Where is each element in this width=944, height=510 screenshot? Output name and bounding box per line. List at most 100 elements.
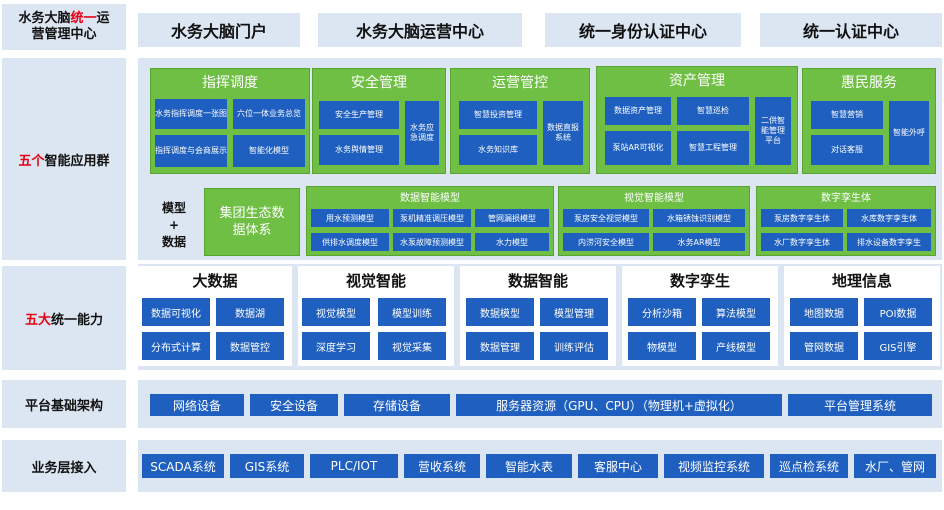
app-group-service-title: 惠民服务 <box>841 75 897 91</box>
capability-tile[interactable]: 地图数据 <box>790 298 858 326</box>
capability-tile[interactable]: 物模型 <box>628 332 696 360</box>
app-tile[interactable]: 水务知识库 <box>459 135 537 165</box>
capability-tile[interactable]: 数据可视化 <box>142 298 210 326</box>
business-tile-scada[interactable]: SCADA系统 <box>142 454 224 478</box>
app-tile[interactable]: 水务应急调度 <box>405 101 439 165</box>
app-group-command-title: 指挥调度 <box>202 75 258 91</box>
capability-tile[interactable]: 视觉模型 <box>302 298 370 326</box>
app-tile[interactable]: 智慧巡检 <box>677 97 749 125</box>
model-tile[interactable]: 泵房安全视觉模型 <box>563 209 649 227</box>
capability-tile[interactable]: 视觉采集 <box>378 332 446 360</box>
app-tile[interactable]: 指挥调度与会商展示 <box>155 135 227 167</box>
model-group-twin-title: 数字孪生体 <box>821 192 871 204</box>
eco-data-label: 集团生态数据体系 <box>219 206 285 238</box>
app-tile[interactable]: 智慧投资管理 <box>459 101 537 129</box>
business-tile-customer-service[interactable]: 客服中心 <box>578 454 658 478</box>
auth-center-label: 统一认证中心 <box>802 22 899 41</box>
capability-tile[interactable]: POI数据 <box>864 298 932 326</box>
capability-tile[interactable]: 算法模型 <box>702 298 770 326</box>
model-tile[interactable]: 供排水调度模型 <box>311 233 389 251</box>
apps-row-label: 五个智能应用群 <box>2 58 126 260</box>
header-title: 水务大脑统一运 营管理中心 <box>2 4 126 50</box>
capability-tile[interactable]: 数据管理 <box>466 332 534 360</box>
model-tile[interactable]: 用水预测模型 <box>311 209 389 227</box>
capability-tile[interactable]: 分析沙箱 <box>628 298 696 326</box>
capability-tile[interactable]: 数据管控 <box>216 332 284 360</box>
platform-tile-network[interactable]: 网络设备 <box>150 394 244 416</box>
app-tile[interactable]: 数据资产管理 <box>605 97 671 125</box>
platform-tile-servers[interactable]: 服务器资源（GPU、CPU）（物理机+虚拟化） <box>456 394 782 416</box>
business-tile-plc-iot[interactable]: PLC/IOT <box>310 454 398 478</box>
model-tile[interactable]: 泵机精准调压模型 <box>393 209 471 227</box>
portal-box[interactable]: 水务大脑门户 <box>138 13 300 47</box>
app-tile[interactable]: 数据直报系统 <box>543 101 583 165</box>
app-group-assets: 资产管理 数据资产管理 智慧巡检 泵站AR可视化 智慧工程管理 二供智能管理平台 <box>596 66 798 174</box>
capability-title: 大数据 <box>192 271 238 290</box>
app-tile[interactable]: 水务舆情管理 <box>319 135 399 165</box>
model-tile[interactable]: 水箱锈蚀识别模型 <box>653 209 745 227</box>
capability-column-gis: 地理信息 地图数据 POI数据 管网数据 GIS引擎 <box>784 266 940 366</box>
eco-data-box[interactable]: 集团生态数据体系 <box>204 188 300 256</box>
business-tile-gis[interactable]: GIS系统 <box>230 454 304 478</box>
capability-tile[interactable]: 产线模型 <box>702 332 770 360</box>
model-tile[interactable]: 泵房数字孪生体 <box>761 209 843 227</box>
capability-tile[interactable]: 分布式计算 <box>142 332 210 360</box>
ops-center-label: 水务大脑运营中心 <box>355 22 484 41</box>
capability-tile[interactable]: 数据湖 <box>216 298 284 326</box>
app-group-command: 指挥调度 水务指挥调度一张图 六位一体业务总览 指挥调度与会商展示 智能化模型 <box>150 68 310 174</box>
business-tile-video[interactable]: 视频监控系统 <box>664 454 764 478</box>
model-group-data-title: 数据智能模型 <box>400 192 460 204</box>
capability-label-red: 五大 <box>24 312 51 328</box>
model-group-data: 数据智能模型 用水预测模型 泵机精准调压模型 管网漏损模型 供排水调度模型 水泵… <box>306 186 554 256</box>
model-group-twin: 数字孪生体 泵房数字孪生体 水库数字孪生体 水厂数字孪生体 排水设备数字孪生 <box>756 186 936 256</box>
platform-row-label: 平台基础架构 <box>2 380 126 428</box>
capability-tile[interactable]: 模型管理 <box>540 298 608 326</box>
model-tile[interactable]: 水务AR模型 <box>653 233 745 251</box>
ops-center-box[interactable]: 水务大脑运营中心 <box>318 13 522 47</box>
apps-label-rest: 智能应用群 <box>44 153 110 169</box>
business-tile-inspection[interactable]: 巡点检系统 <box>770 454 848 478</box>
model-tile[interactable]: 水厂数字孪生体 <box>761 233 843 251</box>
app-tile[interactable]: 智慧工程管理 <box>677 131 749 165</box>
capability-label-rest: 统一能力 <box>51 312 104 328</box>
header-title-red: 统一 <box>70 11 97 26</box>
portal-label: 水务大脑门户 <box>170 22 267 41</box>
app-group-service: 惠民服务 智慧营销 对话客服 智能外呼 <box>802 68 936 174</box>
capability-tile[interactable]: 训练评估 <box>540 332 608 360</box>
app-tile[interactable]: 六位一体业务总览 <box>233 99 305 129</box>
business-tile-revenue[interactable]: 营收系统 <box>404 454 480 478</box>
capability-tile[interactable]: 模型训练 <box>378 298 446 326</box>
model-tile[interactable]: 水泵故障预测模型 <box>393 233 471 251</box>
identity-center-box[interactable]: 统一身份认证中心 <box>545 13 741 47</box>
model-tile[interactable]: 排水设备数字孪生 <box>847 233 931 251</box>
business-tile-plant-network[interactable]: 水厂、管网 <box>854 454 936 478</box>
model-tile[interactable]: 管网漏损模型 <box>475 209 549 227</box>
identity-center-label: 统一身份认证中心 <box>578 22 707 41</box>
capability-tile[interactable]: GIS引擎 <box>864 332 932 360</box>
app-tile[interactable]: 二供智能管理平台 <box>755 97 791 165</box>
capability-column-digital-twin: 数字孪生 分析沙箱 算法模型 物模型 产线模型 <box>622 266 778 366</box>
platform-tile-management[interactable]: 平台管理系统 <box>788 394 932 416</box>
platform-tile-storage[interactable]: 存储设备 <box>344 394 450 416</box>
capability-column-vision: 视觉智能 视觉模型 模型训练 深度学习 视觉采集 <box>298 266 454 366</box>
model-tile[interactable]: 水力模型 <box>475 233 549 251</box>
app-tile[interactable]: 智能外呼 <box>889 101 929 165</box>
app-tile[interactable]: 泵站AR可视化 <box>605 131 671 165</box>
model-tile[interactable]: 水库数字孪生体 <box>847 209 931 227</box>
model-tile[interactable]: 内涝河安全模型 <box>563 233 649 251</box>
auth-center-box[interactable]: 统一认证中心 <box>760 13 942 47</box>
platform-tile-security[interactable]: 安全设备 <box>250 394 338 416</box>
app-tile[interactable]: 对话客服 <box>811 135 883 165</box>
capability-tile[interactable]: 深度学习 <box>302 332 370 360</box>
capability-tile[interactable]: 管网数据 <box>790 332 858 360</box>
app-tile[interactable]: 水务指挥调度一张图 <box>155 99 227 129</box>
header-title-tail-1: 运 <box>96 11 110 26</box>
app-tile[interactable]: 安全生产管理 <box>319 101 399 129</box>
capability-title: 地理信息 <box>831 271 892 290</box>
app-tile[interactable]: 智慧营销 <box>811 101 883 129</box>
capability-tile[interactable]: 数据模型 <box>466 298 534 326</box>
header-title-part1: 水务大脑 <box>18 11 71 26</box>
model-label-line1: 模型 <box>161 200 186 215</box>
app-tile[interactable]: 智能化模型 <box>233 135 305 167</box>
business-tile-smart-meter[interactable]: 智能水表 <box>486 454 572 478</box>
